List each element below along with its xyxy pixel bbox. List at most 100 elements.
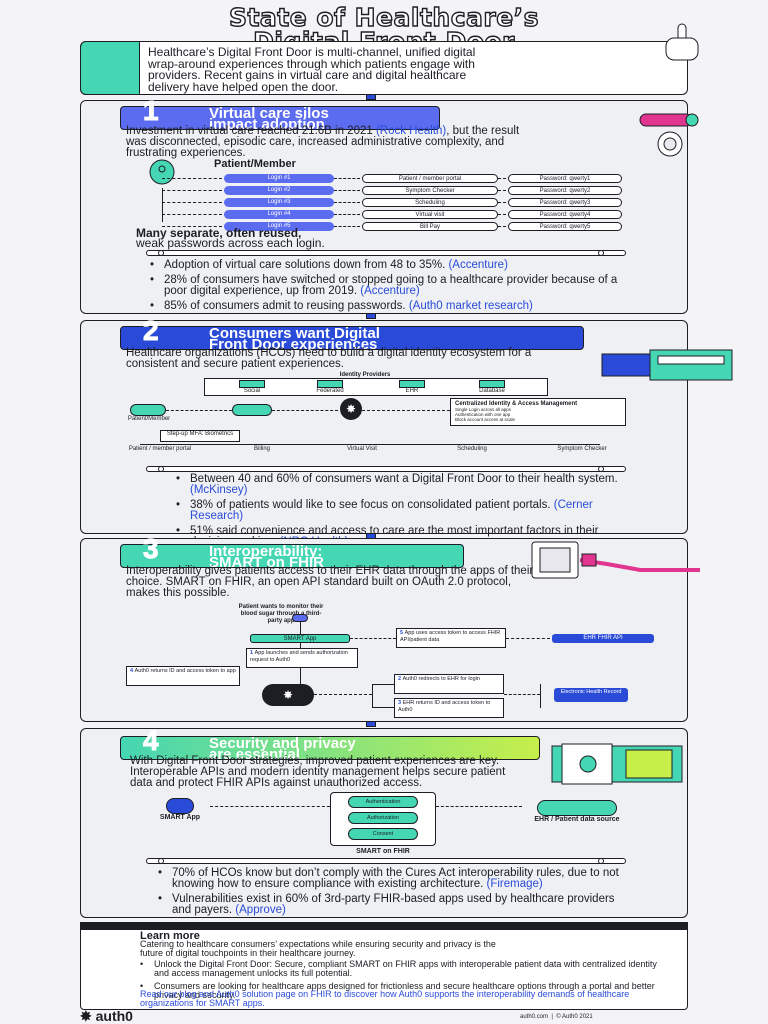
smart-app-node: SMART App [150, 798, 210, 821]
login-pill: Login #1 [224, 174, 334, 183]
heading-line: Security and privacy [209, 735, 356, 752]
smart-app-chip: SMART App [250, 634, 350, 643]
source-link[interactable]: (Cerner Research) [190, 499, 593, 522]
slider-knob [158, 858, 164, 864]
footer-copyright: © Auth0 2021 [556, 1014, 593, 1020]
node-label: EHR / Patient data source [534, 816, 620, 823]
ehr-icon [399, 380, 425, 388]
divider-slider [146, 250, 626, 256]
footer-site[interactable]: auth0.com [520, 1014, 549, 1020]
section-3-heading: 3 Interoperability: SMART on FHIR [120, 533, 464, 571]
bullet-item: 85% of consumers admit to reusing passwo… [150, 300, 620, 312]
app-pill: Bill Pay [362, 222, 498, 231]
password-pill: Password: qwerty3 [508, 198, 622, 207]
flow-line [350, 638, 396, 639]
bracket-line [540, 684, 554, 708]
intro-text: Healthcare’s Digital Front Door is multi… [148, 45, 476, 94]
app-pill: Virtual visit [362, 210, 498, 219]
auth0-logo-icon: ✸ [340, 398, 362, 420]
app-label: Symptom Checker [557, 446, 607, 452]
browser-window-icon [600, 346, 740, 391]
intro-accent [80, 41, 140, 95]
fhir-api-chip: EHR FHIR API [552, 634, 654, 643]
slider-knob [158, 250, 164, 256]
bullet-item: Adoption of virtual care solutions down … [150, 259, 620, 271]
heading-line: are essential [209, 746, 300, 763]
heading-line: Front Door experiences [209, 336, 378, 353]
section-number: 1 [143, 95, 160, 126]
section-1-bullets: Adoption of virtual care solutions down … [150, 259, 620, 316]
auth0-star-icon: ✸ [80, 1008, 92, 1024]
bracket-line [372, 684, 394, 708]
slider-knob [598, 466, 604, 472]
source-link[interactable]: (Auth0 market research) [408, 300, 533, 312]
source-link[interactable]: (McKinsey) [190, 484, 248, 496]
heading-line: SMART on FHIR [209, 554, 324, 571]
flow-line [436, 806, 522, 807]
learn-more-paragraph: Catering to healthcare consumers’ expect… [140, 939, 496, 958]
device-node [232, 404, 272, 416]
section-1-paragraph: Investment in virtual care reached 21.6B… [126, 125, 536, 159]
source-link[interactable]: (Accenture) [360, 285, 420, 297]
section-connector [366, 313, 376, 319]
idp-item-ehr: EHR [382, 380, 442, 395]
learn-more-footer[interactable]: Read our blog and Auth0 solution page on… [140, 989, 630, 1008]
section-4-heading: 4 Security and privacy are essential [120, 726, 540, 763]
slider-knob [598, 858, 604, 864]
idp-item-federated: Federated [300, 380, 360, 395]
flow-line [504, 694, 540, 695]
idp-item-social: Social [222, 380, 282, 395]
flow-line [210, 806, 330, 807]
patient-icon [148, 158, 176, 191]
info-item: Block account access at scale [455, 417, 516, 422]
title-line-1: State of Healthcare’s [228, 3, 540, 32]
auth0-logo-icon: ✸ [262, 684, 314, 706]
bullet-item: 28% of consumers have switched or stoppe… [150, 274, 620, 297]
source-link[interactable]: (Rock Health) [375, 125, 447, 137]
info-box: Centralized Identity & Access Management… [450, 398, 626, 426]
idp-label: Database [479, 388, 505, 394]
app-pill: Scheduling [362, 198, 498, 207]
social-icon [239, 380, 265, 388]
step-text: App launches and sends authorization req… [250, 650, 348, 663]
divider-slider [146, 858, 626, 864]
idp-label: Federated [316, 388, 344, 394]
phone-icon [166, 798, 194, 814]
ehr-source-node: EHR / Patient data source [522, 800, 632, 823]
source-link[interactable]: (Firemage) [486, 878, 543, 890]
section-number: 3 [143, 533, 160, 564]
database-icon [537, 800, 617, 816]
idp-title: Identity Providers [339, 372, 391, 378]
phone-lock-icon [520, 540, 700, 585]
flow-line [314, 694, 372, 695]
divider-slider [146, 466, 626, 472]
auth-oval: Authentication [348, 796, 418, 808]
source-link[interactable]: (Approve) [235, 904, 286, 916]
caption-text: weak passwords across each login. [136, 236, 325, 250]
patient-label: Patient/Member [127, 416, 171, 422]
toggle-icon [600, 112, 710, 163]
step-5-box: 5 App uses access token to access FHIR A… [396, 628, 506, 648]
section-4-paragraph: With Digital Front Door strategies, impr… [130, 755, 506, 789]
heading-line: impact adoption [209, 116, 325, 133]
bullet-item: Consumers are looking for healthcare app… [140, 982, 660, 1000]
step-text: App uses access token to access FHIR API… [400, 630, 501, 643]
database-icon [479, 380, 505, 388]
source-link[interactable]: (Accenture) [448, 259, 508, 271]
step-2-box: 2 Auth0 redirects to EHR for login [394, 674, 504, 694]
app-label: Virtual Visit [347, 446, 377, 452]
slider-knob [598, 250, 604, 256]
section-2-paragraph: Healthcare organizations (HCOs) need to … [126, 347, 532, 370]
info-item: Authentication with one app [455, 412, 511, 417]
login-pill: Login #2 [224, 186, 334, 195]
para-text: , but the result was disconnected, episo… [126, 125, 520, 159]
diagram-title: Patient/Member [214, 158, 296, 170]
smart-fhir-label: SMART on FHIR [356, 848, 410, 855]
heading-line: Virtual care silos [209, 105, 329, 122]
idp-item-database: Database [462, 380, 522, 395]
auth0-logo: ✸ auth0 [80, 1008, 133, 1024]
flow-line [166, 410, 232, 411]
login-pill: Login #5 [224, 222, 334, 231]
app-label: Patient / member portal [128, 446, 192, 452]
learn-more-heading: Learn more [140, 930, 200, 942]
